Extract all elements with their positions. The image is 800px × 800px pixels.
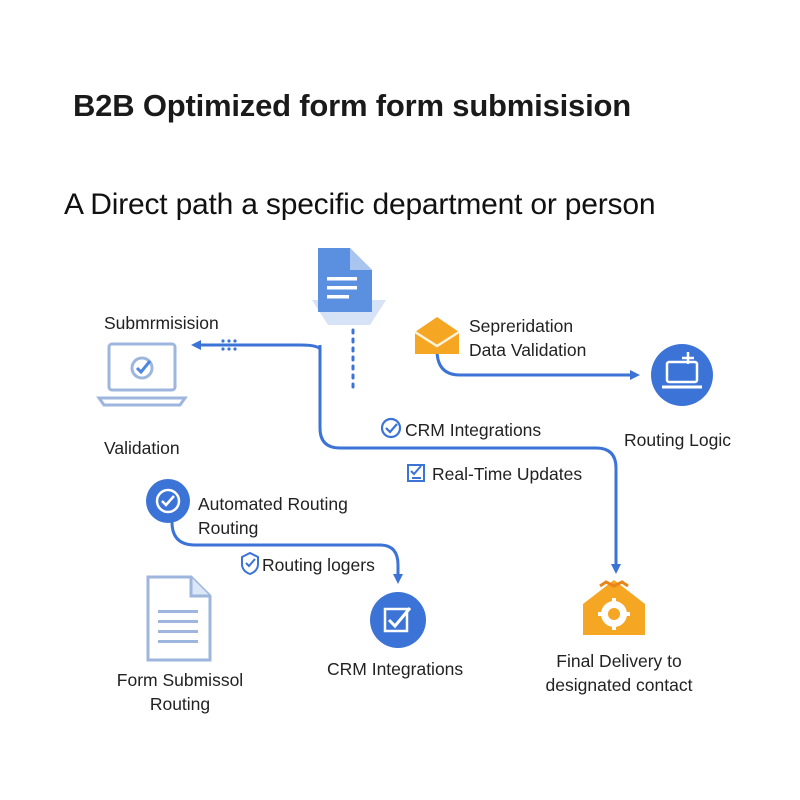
envelope-icon bbox=[414, 317, 460, 354]
crm-integrations-bottom-label: CRM Integrations bbox=[327, 659, 464, 679]
document-icon bbox=[312, 248, 386, 325]
form-document-icon bbox=[146, 575, 212, 662]
checklist-icon bbox=[407, 464, 425, 482]
connector-main-flow bbox=[318, 345, 621, 574]
routing-logic-label: Routing Logic bbox=[624, 430, 732, 450]
laptop-check-icon bbox=[96, 342, 188, 407]
dots-indicator bbox=[221, 339, 237, 351]
automated-check-icon bbox=[146, 479, 190, 523]
crm-integrations-top-label: CRM Integrations bbox=[405, 420, 542, 440]
shield-check-icon bbox=[241, 551, 259, 576]
final-delivery-label: Final Delivery to designated contact bbox=[545, 651, 693, 695]
submission-label: Submrmisision bbox=[104, 313, 219, 333]
automated-routing-label: Automated Routing Routing bbox=[198, 494, 348, 538]
gear-house-icon bbox=[583, 580, 645, 635]
connector-to-crm-bottom bbox=[170, 521, 403, 584]
validation-label: Validation bbox=[104, 438, 180, 458]
real-time-updates-label: Real-Time Updates bbox=[432, 464, 583, 484]
form-submission-label: Form Submissol Routing bbox=[116, 670, 244, 714]
page-subtitle: A Direct path a specific department or p… bbox=[64, 188, 656, 221]
routing-logers-label: Routing logers bbox=[262, 555, 375, 575]
separation-label: Sepreridаtion Data Validation bbox=[469, 316, 587, 360]
page-title: B2B Optimized form form submisision bbox=[73, 88, 631, 123]
connector-to-submission bbox=[191, 340, 322, 351]
connector-to-routing-logic bbox=[435, 349, 640, 380]
check-circle-icon bbox=[380, 417, 402, 439]
laptop-plus-icon bbox=[651, 344, 713, 406]
checkbox-icon bbox=[370, 592, 426, 648]
